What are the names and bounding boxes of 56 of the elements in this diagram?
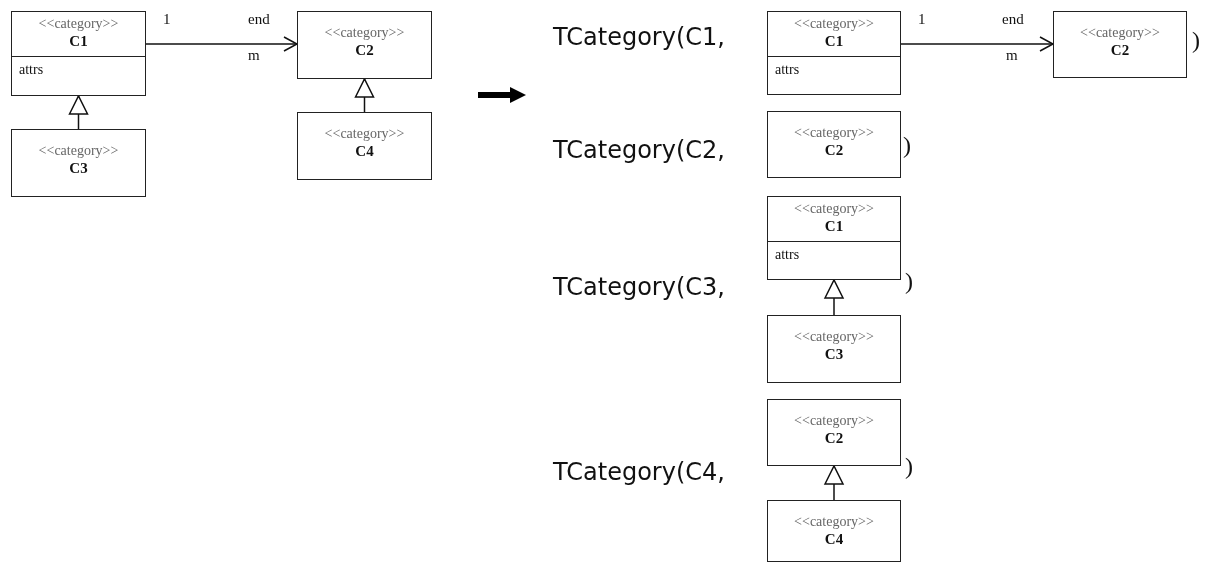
multiplicity-label: m xyxy=(248,48,260,63)
class-box xyxy=(767,399,901,466)
generalization-arrow xyxy=(68,95,89,130)
class-box xyxy=(11,129,146,197)
stereotype: <<category>> xyxy=(324,125,405,142)
generalization-arrow xyxy=(824,279,844,316)
class-box xyxy=(767,315,901,383)
function-label: TCategory(C3, xyxy=(553,275,725,299)
stereotype: <<category>> xyxy=(794,15,874,32)
class-name: C3 xyxy=(69,159,88,177)
class-box xyxy=(11,11,146,96)
class-box xyxy=(767,500,901,562)
stereotype: <<category>> xyxy=(1080,24,1160,41)
stereotype: <<category>> xyxy=(38,142,119,159)
class-box xyxy=(1053,11,1187,78)
stereotype: <<category>> xyxy=(794,513,874,530)
generalization-arrow xyxy=(354,78,375,113)
role-label: end xyxy=(248,12,270,27)
class-box xyxy=(297,11,432,79)
class-box xyxy=(767,196,901,280)
class-name: C4 xyxy=(355,142,374,160)
class-box xyxy=(767,111,901,178)
class-box xyxy=(297,112,432,180)
generalization-arrow xyxy=(824,465,844,501)
role-label: end xyxy=(1002,12,1024,27)
class-name: C1 xyxy=(824,217,844,235)
function-label: TCategory(C1, xyxy=(553,25,725,49)
attribute-text: attrs xyxy=(775,247,800,262)
class-name: C3 xyxy=(824,345,844,363)
association-arrow xyxy=(145,36,298,52)
attribute-text: attrs xyxy=(775,62,800,77)
multiplicity-label: 1 xyxy=(918,12,926,27)
parenthesis: ) xyxy=(905,454,913,478)
stereotype: <<category>> xyxy=(38,15,119,32)
parenthesis: ) xyxy=(1192,28,1200,52)
stereotype: <<category>> xyxy=(324,24,405,41)
attribute-text: attrs xyxy=(19,62,44,77)
stereotype: <<category>> xyxy=(794,124,874,141)
class-name: C1 xyxy=(824,32,844,50)
function-label: TCategory(C4, xyxy=(553,460,725,484)
multiplicity-label: m xyxy=(1006,48,1018,63)
class-name: C2 xyxy=(355,41,374,59)
class-name: C1 xyxy=(69,32,88,50)
class-name: C2 xyxy=(1110,41,1130,59)
class-name: C2 xyxy=(824,141,844,159)
class-name: C2 xyxy=(824,429,844,447)
multiplicity-label: 1 xyxy=(163,12,171,27)
class-box xyxy=(767,11,901,95)
parenthesis: ) xyxy=(903,133,911,157)
stereotype: <<category>> xyxy=(794,412,874,429)
stereotype: <<category>> xyxy=(794,200,874,217)
class-name: C4 xyxy=(824,530,844,548)
stereotype: <<category>> xyxy=(794,328,874,345)
parenthesis: ) xyxy=(905,269,913,293)
association-arrow xyxy=(900,36,1054,52)
function-label: TCategory(C2, xyxy=(553,138,725,162)
